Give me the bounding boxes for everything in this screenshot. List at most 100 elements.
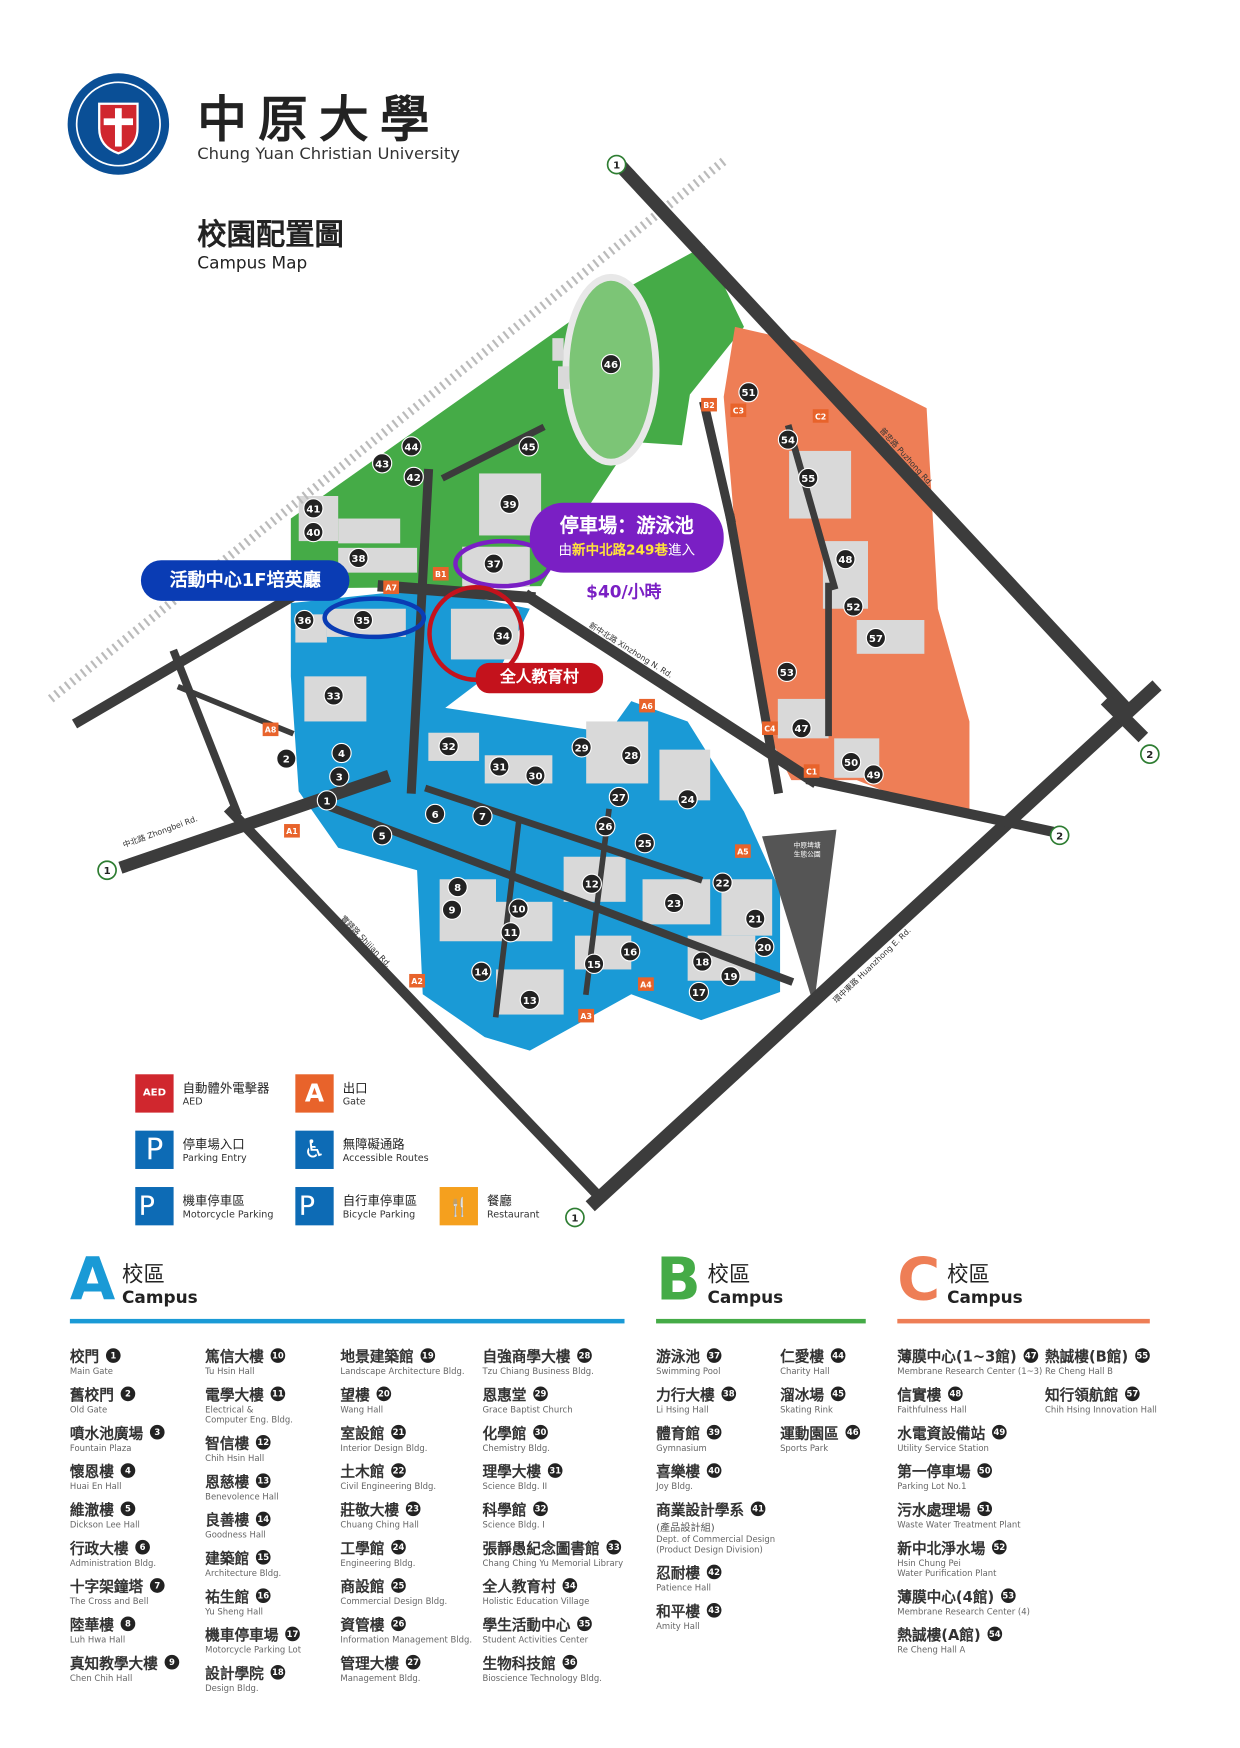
building-marker-14[interactable]: 14	[471, 961, 492, 982]
svg-text:C2: C2	[815, 412, 826, 421]
building-marker-43[interactable]: 43	[371, 453, 393, 474]
building-marker-3[interactable]: 3	[329, 766, 350, 787]
svg-text:A8: A8	[265, 726, 277, 735]
building-marker-24[interactable]: 24	[677, 789, 698, 810]
building-marker-10[interactable]: 10	[508, 898, 529, 919]
legend-sublabel: Parking Entry	[182, 1153, 247, 1165]
university-name-zh: 中原大學	[197, 91, 441, 149]
building-marker-21[interactable]: 21	[745, 908, 766, 929]
parking-icon: P	[135, 1130, 174, 1169]
building-name-zh: 薄膜中心(1~3館)	[897, 1349, 1017, 1367]
legend-sublabel: Accessible Routes	[342, 1153, 429, 1165]
building-marker-39[interactable]: 39	[499, 493, 520, 515]
building-marker-7[interactable]: 7	[472, 805, 493, 827]
building-marker-52[interactable]: 52	[843, 596, 864, 617]
gate-c4: C4	[762, 721, 778, 735]
building-marker-4[interactable]: 4	[331, 742, 352, 764]
building-number-badge: 35	[577, 1616, 592, 1632]
section-c-divider	[897, 1318, 1150, 1324]
building-name-zh: 懷恩樓	[69, 1464, 114, 1482]
building-name-en: Utility Service Station	[897, 1442, 989, 1454]
building-marker-5[interactable]: 5	[371, 825, 393, 846]
building-marker-17[interactable]: 17	[688, 981, 710, 1003]
building-marker-9[interactable]: 9	[441, 899, 463, 920]
building-marker-8[interactable]: 8	[447, 877, 468, 898]
building-name-en: Old Gate	[69, 1404, 108, 1415]
building-marker-label: 38	[351, 554, 365, 565]
building-marker-11[interactable]: 11	[500, 922, 521, 943]
building-marker-42[interactable]: 42	[403, 466, 424, 487]
building-marker-49[interactable]: 49	[863, 764, 884, 785]
building-marker-31[interactable]: 31	[489, 756, 510, 777]
building-marker-6[interactable]: 6	[424, 803, 446, 825]
building-marker-28[interactable]: 28	[621, 745, 642, 766]
svg-text:A5: A5	[737, 847, 749, 856]
building-name-zh: 游泳池	[656, 1349, 701, 1367]
building-marker-35[interactable]: 35	[352, 609, 374, 631]
building-name-zh: 陸華樓	[69, 1617, 114, 1635]
building-marker-37[interactable]: 37	[483, 553, 504, 574]
building-marker-1[interactable]: 1	[316, 790, 338, 811]
parking-price: $40/小時	[586, 581, 662, 602]
legend-sublabel: Restaurant	[486, 1209, 540, 1221]
building-marker-51[interactable]: 51	[738, 382, 759, 403]
building-marker-12[interactable]: 12	[581, 873, 602, 894]
building-marker-57[interactable]: 57	[865, 627, 887, 649]
building-marker-38[interactable]: 38	[348, 547, 369, 569]
building-marker-36[interactable]: 36	[294, 609, 315, 631]
building-marker-46[interactable]: 46	[600, 353, 622, 375]
building-marker-label: 8	[454, 883, 461, 894]
building-marker-33[interactable]: 33	[323, 685, 344, 706]
building-marker-label: 32	[442, 742, 456, 753]
building-number-badge: 39	[706, 1424, 722, 1440]
building-marker-16[interactable]: 16	[619, 941, 641, 962]
building-number-badge: 15	[255, 1549, 271, 1565]
building-name-zh: 資管樓	[340, 1617, 385, 1635]
building-marker-label: 46	[604, 360, 618, 371]
svg-text:2: 2	[1146, 750, 1153, 761]
building-marker-2[interactable]: 2	[276, 748, 297, 769]
building-marker-20[interactable]: 20	[754, 936, 775, 958]
building-marker-45[interactable]: 45	[518, 436, 539, 457]
building-marker-44[interactable]: 44	[401, 436, 422, 457]
building-marker-32[interactable]: 32	[438, 736, 459, 757]
building-marker-label: 52	[846, 602, 860, 613]
building-marker-54[interactable]: 54	[777, 429, 799, 450]
building-marker-13[interactable]: 13	[519, 989, 540, 1011]
building-marker-40[interactable]: 40	[303, 521, 324, 543]
building-marker-48[interactable]: 48	[835, 548, 856, 570]
building-marker-53[interactable]: 53	[776, 661, 797, 682]
building-marker-18[interactable]: 18	[692, 951, 713, 972]
building-marker-34[interactable]: 34	[492, 625, 513, 646]
svg-text:A3: A3	[580, 1012, 592, 1021]
building-marker-15[interactable]: 15	[583, 953, 605, 974]
building-marker-27[interactable]: 27	[608, 786, 630, 808]
building-marker-25[interactable]: 25	[634, 833, 655, 854]
motorcycle-parking-icon: P	[135, 1187, 174, 1226]
building-name-zh: 望樓	[340, 1387, 370, 1405]
building-marker-47[interactable]: 47	[791, 718, 812, 739]
building-marker-23[interactable]: 23	[663, 892, 685, 914]
building-marker-29[interactable]: 29	[571, 737, 592, 758]
building-marker-30[interactable]: 30	[525, 765, 546, 786]
section-en: Campus	[707, 1287, 784, 1308]
building-marker-50[interactable]: 50	[840, 751, 862, 773]
building-name-en: Administration Bldg.	[69, 1557, 157, 1569]
building-marker-22[interactable]: 22	[712, 872, 733, 893]
building-marker-41[interactable]: 41	[303, 498, 324, 519]
building-marker-19[interactable]: 19	[720, 966, 741, 987]
building-name-zh: 溜冰場	[780, 1387, 825, 1405]
building-marker-label: 14	[474, 968, 488, 979]
building-number-badge: 18	[270, 1664, 286, 1680]
building-number-badge: 17	[285, 1626, 300, 1642]
building-marker-26[interactable]: 26	[595, 816, 616, 837]
building-marker-55[interactable]: 55	[798, 467, 819, 489]
building-number-badge: 25	[391, 1578, 406, 1593]
